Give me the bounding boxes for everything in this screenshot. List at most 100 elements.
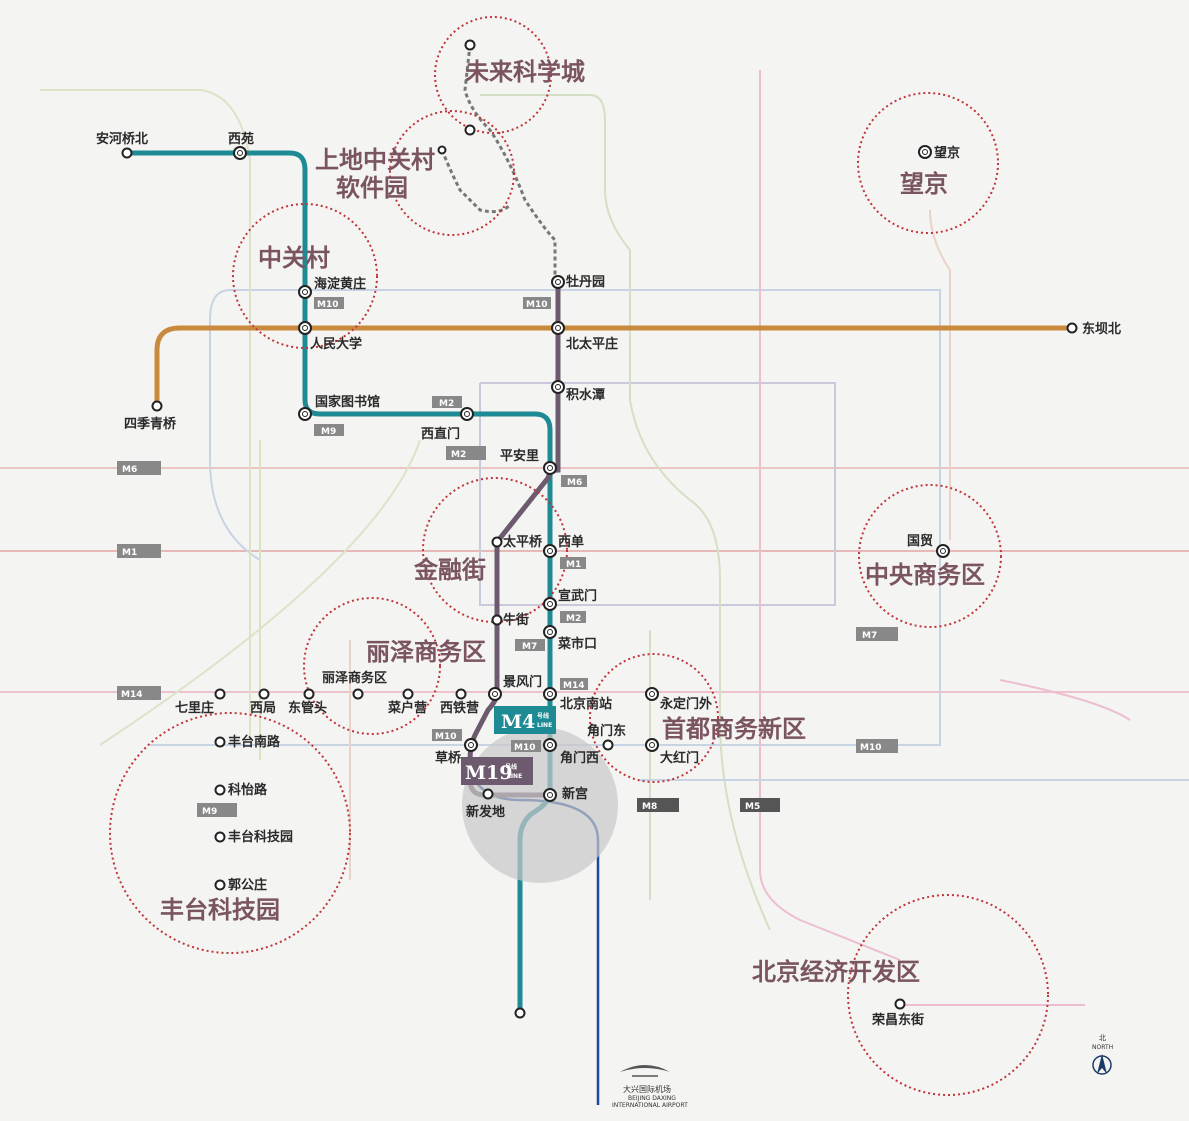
svg-text:M2: M2 (451, 450, 466, 460)
station-xidan[interactable]: 西单 (543, 534, 584, 558)
svg-text:M10: M10 (526, 300, 547, 310)
svg-text:牡丹园: 牡丹园 (566, 274, 605, 290)
svg-text:四季青桥: 四季青桥 (124, 416, 177, 432)
station-fengtaikeji[interactable]: 丰台科技园 (214, 829, 294, 845)
svg-text:M8: M8 (642, 802, 657, 812)
station-qilizhuang[interactable]: 七里庄 (175, 688, 226, 717)
svg-text:M2: M2 (439, 399, 454, 409)
svg-text:人民大学: 人民大学 (310, 336, 362, 352)
tag-m5: M5 (740, 798, 780, 812)
tag-m9-a: M9 (314, 424, 344, 437)
svg-text:西铁营: 西铁营 (440, 700, 479, 716)
svg-text:郭公庄: 郭公庄 (228, 877, 267, 893)
station-xitieying[interactable]: 西铁营 (440, 688, 479, 717)
zone-labels: 未来科学城 上地中关村 软件园 中关村 望京 金融街 中央商务区 丽泽商务区 首… (160, 57, 985, 986)
station-anhe[interactable]: 安河桥北 (96, 131, 148, 159)
station-renda[interactable]: 人民大学 (298, 321, 362, 352)
station-jiaomenxi[interactable]: 角门西 (543, 738, 599, 766)
station-pinganli[interactable]: 平安里 (500, 448, 557, 475)
orange-line (154, 325, 1072, 405)
svg-text:牛街: 牛街 (503, 612, 529, 628)
svg-text:M14: M14 (563, 681, 584, 691)
station-xizhimen[interactable]: 西直门 (421, 407, 474, 442)
north-arrow-icon (1097, 1054, 1107, 1074)
station-caoqiao[interactable]: 草桥 (435, 738, 478, 766)
airport-name: 大兴国际机场 (623, 1084, 671, 1094)
station-yongding[interactable]: 永定门外 (645, 687, 712, 712)
svg-text:海淀黄庄: 海淀黄庄 (314, 276, 366, 292)
svg-text:东管头: 东管头 (288, 700, 327, 716)
zone-shangdi-2: 软件园 (336, 173, 408, 202)
tag-m2-b: M2 (446, 446, 486, 460)
station-beitai[interactable]: 北太平庄 (551, 321, 618, 352)
station-guotu[interactable]: 国家图书馆 (298, 394, 380, 421)
tag-m1-a: M1 (117, 544, 161, 558)
station-caihuying[interactable]: 菜户营 (387, 688, 427, 717)
svg-text:西苑: 西苑 (228, 131, 254, 147)
station-rongchang[interactable]: 荣昌东街 (871, 998, 924, 1029)
station-future-2[interactable] (464, 124, 476, 136)
station-caishikou[interactable]: 菜市口 (543, 625, 597, 652)
station-siji[interactable]: 四季青桥 (124, 400, 177, 433)
svg-text:M1: M1 (122, 548, 137, 558)
station-jiaomendong[interactable]: 角门东 (587, 723, 626, 751)
svg-text:西单: 西单 (558, 534, 584, 550)
svg-text:丽泽商务区: 丽泽商务区 (322, 670, 387, 686)
station-future-3[interactable] (437, 145, 447, 155)
tag-m9-b: M9 (197, 803, 237, 817)
station-xiyuan[interactable]: 西苑 (228, 131, 254, 160)
tag-m2-c: M2 (560, 611, 586, 624)
station-kepalu[interactable]: 科怡路 (214, 782, 269, 798)
station-mudan[interactable]: 牡丹园 (551, 274, 605, 290)
station-xinfadi[interactable]: 新发地 (466, 788, 505, 821)
svg-text:M7: M7 (862, 631, 877, 641)
station-lizeshang[interactable]: 丽泽商务区 (322, 670, 387, 700)
station-future-1[interactable] (464, 39, 476, 51)
svg-text:M9: M9 (321, 427, 336, 437)
svg-text:东坝北: 东坝北 (1082, 321, 1121, 337)
svg-text:M6: M6 (567, 478, 582, 488)
station-xiju[interactable]: 西局 (250, 688, 276, 717)
station-guogongzhuang[interactable]: 郭公庄 (214, 877, 268, 893)
svg-text:M9: M9 (202, 807, 217, 817)
station-haidian[interactable]: 海淀黄庄 (298, 276, 366, 299)
station-beijingnan[interactable]: 北京南站 (543, 687, 612, 712)
svg-text:宣武门: 宣武门 (558, 588, 597, 604)
svg-text:菜户营: 菜户营 (387, 700, 427, 716)
station-terminal-south[interactable] (514, 1007, 526, 1019)
zone-shoudu: 首都商务新区 (662, 714, 806, 743)
station-dahongmen[interactable]: 大红门 (645, 738, 699, 766)
svg-text:安河桥北: 安河桥北 (96, 131, 148, 147)
tag-m10-a: M10 (314, 297, 344, 310)
north-compass: 北 NORTH (1092, 1034, 1113, 1075)
line-tags: M10 M10 M9 M2 M2 M6 M6 M1 M1 M2 M7 M7 M1… (117, 297, 898, 817)
svg-text:大红门: 大红门 (660, 750, 699, 766)
stations: 安河桥北 西苑 海淀黄庄 人民大学 国家图书馆 四季青桥 西直门 平安里 牡丹园… (96, 39, 1122, 1029)
station-jingfeng[interactable]: 景风门 (488, 674, 542, 701)
svg-text:科怡路: 科怡路 (228, 782, 268, 798)
zone-zhongyang: 中央商务区 (865, 560, 985, 589)
station-guomao[interactable]: 国贸 (907, 533, 950, 558)
zone-lize: 丽泽商务区 (366, 637, 486, 666)
svg-text:M5: M5 (745, 802, 760, 812)
station-xuanwu[interactable]: 宣武门 (543, 588, 597, 611)
station-fengtainanlu[interactable]: 丰台南路 (214, 734, 282, 750)
svg-text:国贸: 国贸 (907, 533, 933, 549)
svg-text:荣昌东街: 荣昌东街 (871, 1012, 924, 1028)
station-dongbabei[interactable]: 东坝北 (1066, 321, 1122, 337)
svg-text:M1: M1 (566, 560, 581, 570)
station-jishuitan[interactable]: 积水潭 (551, 380, 605, 403)
zone-wangjing: 望京 (900, 169, 948, 198)
svg-text:LINE: LINE (537, 722, 552, 729)
station-taiping[interactable]: 太平桥 (491, 534, 544, 550)
station-niujie[interactable]: 牛街 (491, 612, 530, 628)
station-dongguantou[interactable]: 东管头 (288, 688, 327, 717)
station-xingong[interactable]: 新宫 (543, 786, 588, 802)
svg-text:北太平庄: 北太平庄 (566, 336, 618, 352)
svg-text:号线: 号线 (505, 763, 517, 771)
badge-m4: M4 号线 LINE (494, 706, 556, 734)
svg-text:积水潭: 积水潭 (566, 387, 605, 403)
svg-text:M14: M14 (121, 690, 142, 700)
station-wangjing[interactable]: 望京 (918, 145, 960, 161)
